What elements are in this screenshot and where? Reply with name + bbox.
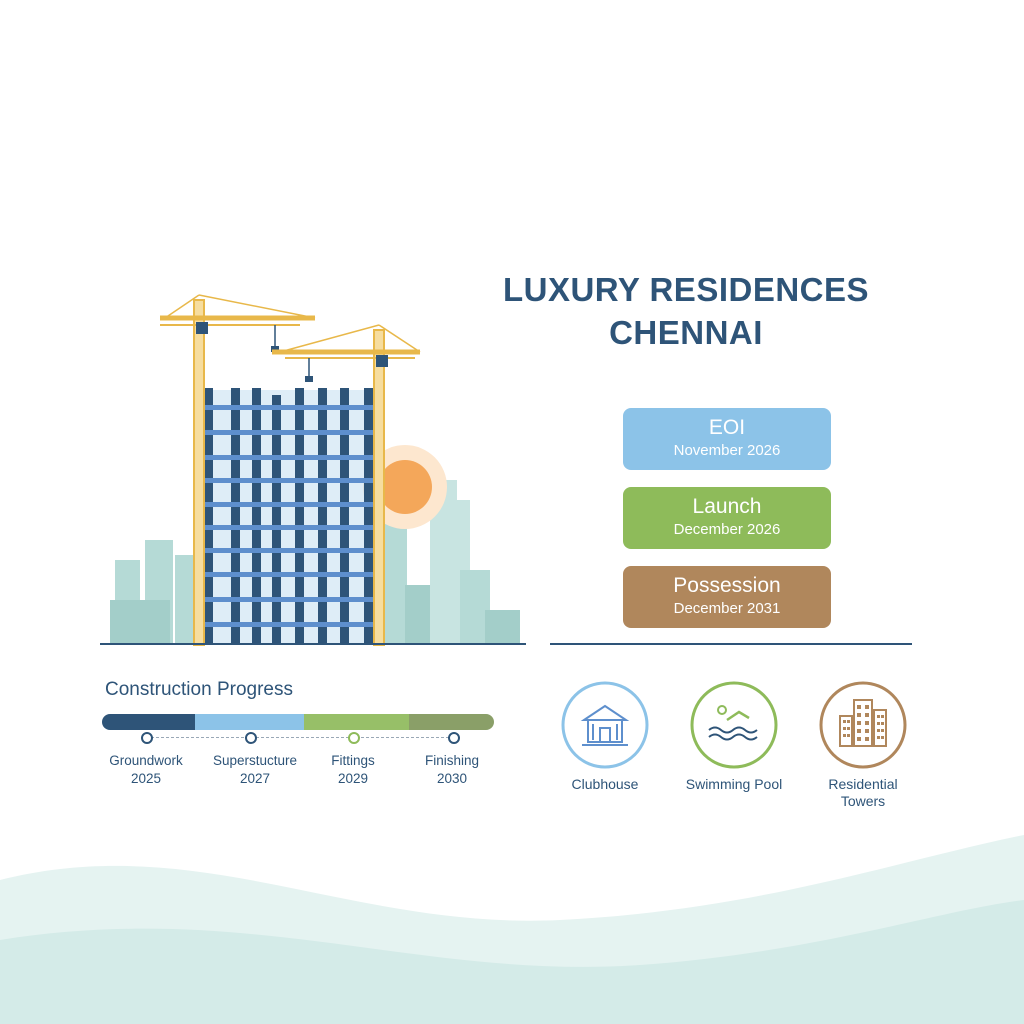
milestone-launch: Launch December 2026 [623,487,831,549]
crane-right [272,324,421,646]
timeline-dotted-line [146,737,454,738]
title-line-1: LUXURY RESIDENCES [502,271,870,308]
stage-superstructure: Superstucture 2027 [200,752,310,788]
milestone-date: November 2026 [673,442,781,459]
timeline-node [348,732,360,744]
divider-right [550,643,912,645]
stage-name: Superstucture [212,753,298,768]
milestone-label: Launch [692,495,762,518]
milestone-label: EOI [708,416,746,439]
milestone-possession: Possession December 2031 [623,566,831,628]
stage-finishing: Finishing 2030 [397,752,507,788]
milestone-label: Possession [673,574,781,597]
clubhouse-icon [560,680,650,770]
progress-segment-superstructure [195,714,304,730]
stage-name: Finishing [424,753,480,768]
residential-towers-icon [818,680,908,770]
amenity-label-text: Residential Towers [828,776,898,809]
city-skyline [110,480,520,645]
stage-year: 2030 [436,771,468,786]
timeline-node [448,732,460,744]
milestone-date: December 2031 [673,600,781,617]
stage-name: Groundwork [109,753,183,768]
stage-year: 2027 [239,771,271,786]
project-title: LUXURY RESIDENCES CHENNAI [470,268,902,354]
stage-fittings: Fittings 2029 [298,752,408,788]
progress-title: Construction Progress [105,679,293,700]
swimming-pool-icon [689,680,779,770]
progress-bar [102,714,494,730]
amenity-label-swimming-pool: Swimming Pool [685,776,783,792]
divider-left [100,643,526,645]
title-line-2: CHENNAI [609,314,763,351]
timeline-node [245,732,257,744]
amenity-label-clubhouse: Clubhouse [571,776,639,792]
crane-left [160,294,316,646]
milestone-eoi: EOI November 2026 [623,408,831,470]
amenity-label-residential-towers: Residential Towers [788,776,938,810]
milestone-date: December 2026 [673,521,781,538]
stage-name: Fittings [331,753,375,768]
stage-groundwork: Groundwork 2025 [91,752,201,788]
timeline-node [141,732,153,744]
stage-year: 2029 [337,771,369,786]
stage-year: 2025 [130,771,162,786]
building-frame [198,388,385,645]
progress-segment-fittings [304,714,409,730]
progress-segment-finishing [409,714,494,730]
progress-segment-groundwork [102,714,195,730]
